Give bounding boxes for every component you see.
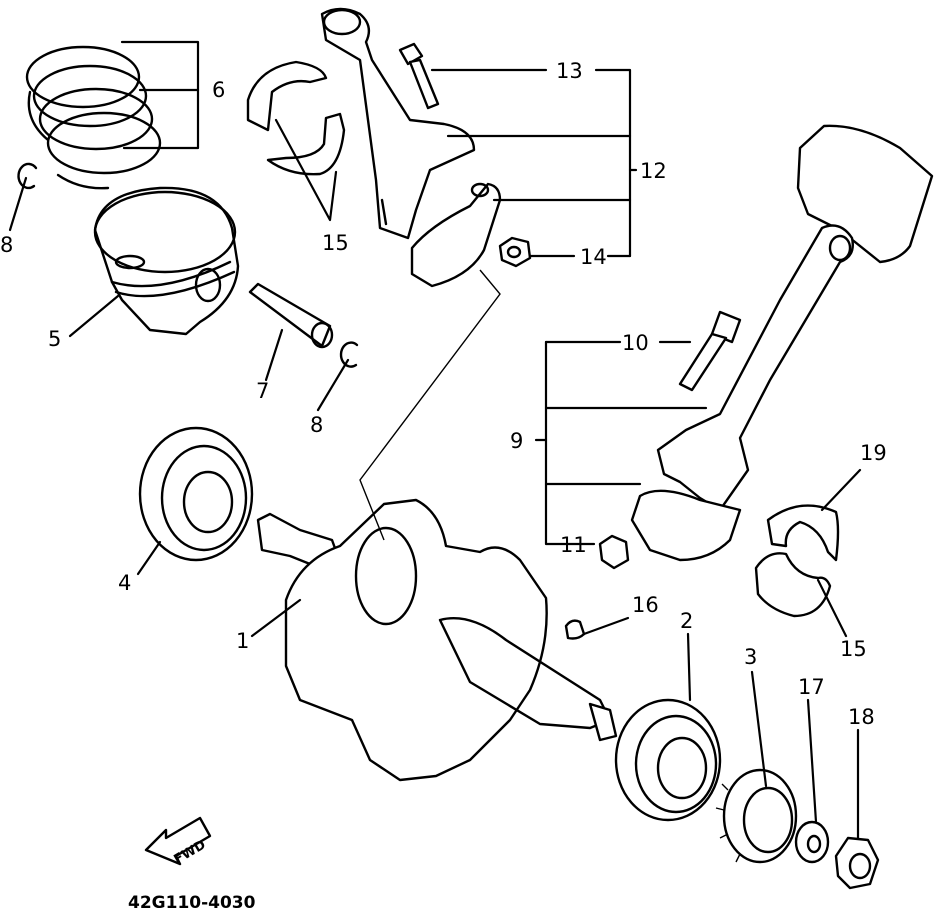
callout-9: 9: [510, 429, 523, 453]
callout-18: 18: [848, 705, 875, 729]
callout-19: 19: [860, 441, 887, 465]
bearing-shell-15-right: [754, 552, 832, 618]
piston-pin: [248, 282, 334, 349]
washer-17: [794, 820, 830, 864]
bearing-4: [138, 426, 254, 562]
callout-12: 12: [640, 159, 667, 183]
leader-lines: [8, 40, 862, 840]
bolt-10: [678, 310, 742, 392]
nut-18: [834, 836, 880, 890]
connecting-rod-upper: [320, 7, 476, 240]
callout-2: 2: [680, 609, 693, 633]
callout-14: 14: [580, 245, 607, 269]
callout-7: 7: [256, 379, 269, 403]
callout-17: 17: [798, 675, 825, 699]
crankshaft: [256, 498, 618, 782]
callout-labels: 6 8 15 13 12 14 5 7 8 10 9 11 19 4 16 2 …: [0, 59, 887, 729]
woodruff-key: [564, 619, 586, 640]
callout-6: 6: [212, 78, 225, 102]
bearing-shell-19: [766, 504, 840, 562]
circlip-left: [17, 162, 38, 190]
callout-11: 11: [560, 533, 587, 557]
callout-15-top: 15: [322, 231, 349, 255]
piston: [93, 186, 240, 336]
bearing-2: [614, 698, 722, 822]
callout-3: 3: [744, 645, 757, 669]
callout-13: 13: [556, 59, 583, 83]
callout-1: 1: [236, 629, 249, 653]
gear-3: [715, 768, 798, 864]
bearing-shell-upper: [246, 60, 346, 176]
connecting-rod-lower: [630, 224, 854, 562]
rod-cap-upper: [410, 182, 502, 288]
callout-5: 5: [48, 327, 61, 351]
callout-8-right: 8: [310, 413, 323, 437]
callout-4: 4: [118, 571, 131, 595]
bolt-13: [398, 42, 440, 110]
callout-16: 16: [632, 593, 659, 617]
callout-10: 10: [622, 331, 649, 355]
cylinder-outline: [796, 124, 934, 264]
callout-15-right: 15: [840, 637, 867, 661]
fwd-arrow-icon: FWD: [144, 816, 212, 868]
nut-14: [498, 236, 532, 268]
callout-8-left: 8: [0, 233, 13, 257]
diagram-code: 42G110-4030: [128, 893, 256, 913]
nut-11: [598, 534, 630, 570]
circlip-right: [339, 341, 359, 368]
piston-rings: [25, 45, 162, 190]
